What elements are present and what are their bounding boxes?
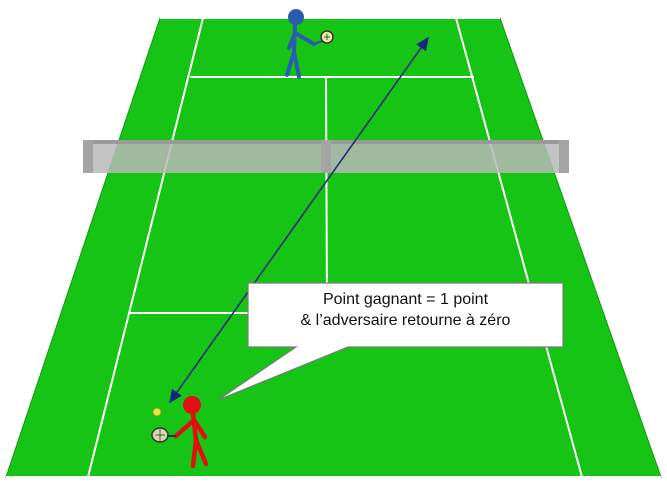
callout-line-2: & l’adversaire retourne à zéro [248,310,563,331]
callout-line-1: Point gagnant = 1 point [248,289,563,310]
tennis-racket-icon [321,31,333,43]
callout-text: Point gagnant = 1 point & l’adversaire r… [248,289,563,331]
tennis-ball-icon [153,408,161,416]
tennis-net [83,140,569,173]
